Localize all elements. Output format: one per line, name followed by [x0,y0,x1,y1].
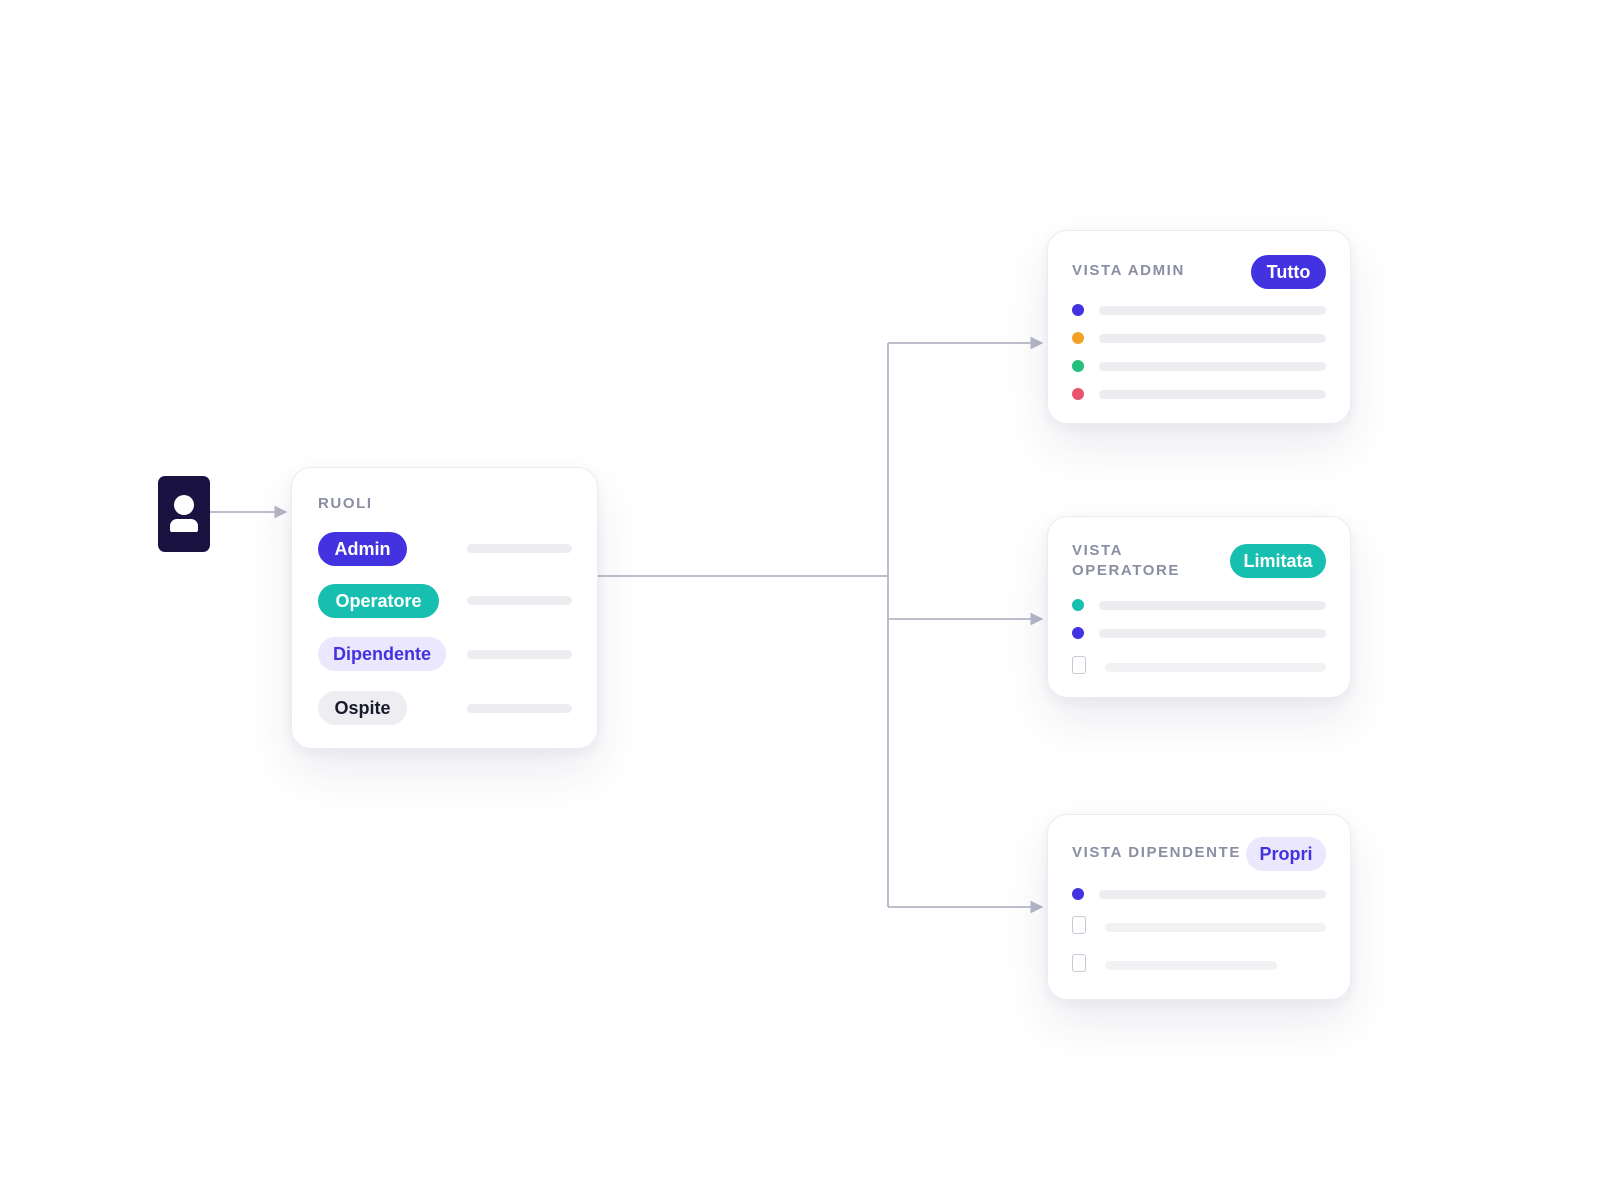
employee-view-placeholder-bar [1105,961,1277,970]
operator-view-card: VISTA OPERATORE Limitata [1047,516,1351,698]
restricted-checkbox [1072,916,1086,934]
user-icon [158,476,210,552]
user-icon-head [174,495,194,515]
role-pill-dipendente[interactable]: Dipendente [318,637,446,671]
operator-view-placeholder-bar [1105,663,1326,672]
restricted-checkbox [1072,954,1086,972]
admin-view-card: VISTA ADMIN Tutto [1047,230,1351,424]
admin-view-placeholder-bar [1099,334,1326,343]
status-dot [1072,888,1084,900]
restricted-checkbox [1072,656,1086,674]
operator-view-title: VISTA OPERATORE [1072,542,1181,579]
employee-view-placeholder-bar [1105,923,1326,932]
status-dot [1072,388,1084,400]
operator-view-placeholder-bar [1099,601,1326,610]
admin-view-placeholder-bar [1099,362,1326,371]
status-dot [1072,360,1084,372]
operator-view-placeholder-bar [1099,629,1326,638]
roles-card: RUOLI Admin Operatore Dipendente Ospite [291,467,598,749]
employee-view-badge: Propri [1246,837,1326,871]
role-placeholder-bar [467,650,572,659]
status-dot [1072,304,1084,316]
admin-view-badge: Tutto [1251,255,1326,289]
role-pill-admin[interactable]: Admin [318,532,407,566]
employee-view-card: VISTA DIPENDENTE Propri [1047,814,1351,1000]
status-dot [1072,599,1084,611]
role-pill-ospite[interactable]: Ospite [318,691,407,725]
admin-view-placeholder-bar [1099,306,1326,315]
admin-view-title: VISTA ADMIN [1072,262,1185,279]
role-placeholder-bar [467,596,572,605]
employee-view-placeholder-bar [1099,890,1326,899]
role-placeholder-bar [467,704,572,713]
operator-view-badge: Limitata [1230,544,1326,578]
role-pill-operatore[interactable]: Operatore [318,584,439,618]
employee-view-title: VISTA DIPENDENTE [1072,844,1241,861]
user-icon-body [170,519,198,532]
role-placeholder-bar [467,544,572,553]
roles-card-title: RUOLI [318,495,373,512]
status-dot [1072,627,1084,639]
admin-view-placeholder-bar [1099,390,1326,399]
status-dot [1072,332,1084,344]
